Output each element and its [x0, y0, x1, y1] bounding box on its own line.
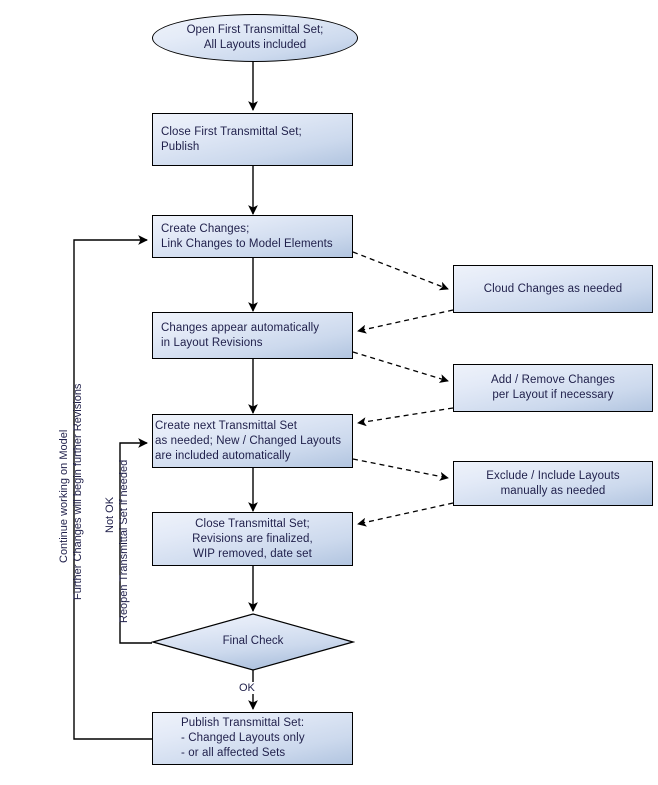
node-changes-appear-automatically[interactable]: Changes appear automatically in Layout R…: [152, 312, 353, 359]
node-close-transmittal-set[interactable]: Close Transmittal Set; Revisions are fin…: [152, 512, 353, 566]
node-create-next-transmittal-set[interactable]: Create next Transmittal Set as needed; N…: [152, 414, 353, 468]
node-line-2: in Layout Revisions: [161, 336, 263, 349]
edge-label-not-ok: Not OK: [104, 496, 116, 533]
edge-publish-loop-to-create-changes: [73, 235, 152, 740]
node-text: Close First Transmittal Set; Publish: [153, 125, 352, 155]
node-line-1: Create next Transmittal Set: [155, 419, 298, 432]
diamond-shape: [150, 613, 356, 671]
final-check-label: Final Check: [222, 635, 284, 647]
node-cloud-changes-as-needed[interactable]: Cloud Changes as needed: [453, 265, 653, 313]
node-line-1: Publish Transmittal Set:: [181, 717, 305, 729]
node-text: Close Transmittal Set; Revisions are fin…: [153, 517, 352, 562]
node-line-3: are included automatically: [155, 449, 291, 462]
node-line-1: Close First Transmittal Set;: [161, 125, 302, 138]
node-line-1: Exclude / Include Layouts: [486, 469, 620, 482]
node-text: Open First Transmittal Set; All Layouts …: [187, 23, 324, 53]
node-text: Create Changes; Link Changes to Model El…: [153, 222, 352, 252]
node-line-1: Changes appear automatically: [161, 321, 320, 334]
node-line-1: Close Transmittal Set;: [195, 517, 310, 530]
node-line-3: WIP removed, date set: [193, 547, 312, 560]
edge-exclude-include-to-close-set: [357, 502, 454, 527]
edge-label-reopen-transmittal-set-if-needed: Reopen Transmittal Set if needed: [118, 459, 130, 623]
node-line-2: Link Changes to Model Elements: [161, 237, 333, 250]
node-publish-transmittal-set[interactable]: Publish Transmittal Set: - Changed Layou…: [152, 712, 353, 765]
edge-label-continue-working-on-model: Continue working on Model: [58, 429, 70, 563]
node-line-2: Revisions are finalized,: [192, 532, 313, 545]
node-add-remove-changes[interactable]: Add / Remove Changes per Layout if neces…: [453, 364, 653, 412]
node-close-first-transmittal-set[interactable]: Close First Transmittal Set; Publish: [152, 113, 353, 166]
node-line-2: per Layout if necessary: [492, 389, 614, 401]
node-create-changes[interactable]: Create Changes; Link Changes to Model El…: [152, 215, 353, 258]
node-line-2: manually as needed: [500, 484, 606, 497]
node-line-2: All Layouts included: [203, 39, 307, 51]
node-line-1: Add / Remove Changes: [490, 374, 616, 386]
node-open-first-transmittal-set[interactable]: Open First Transmittal Set; All Layouts …: [152, 14, 358, 62]
node-line-3: - or all affected Sets: [181, 747, 286, 759]
node-line-2: as needed; New / Changed Layouts: [155, 434, 342, 447]
node-line-1: Open First Transmittal Set;: [186, 24, 324, 36]
node-line-1: Create Changes;: [161, 222, 250, 235]
node-line-1: Cloud Changes as needed: [483, 282, 623, 295]
node-text: Create next Transmittal Set as needed; N…: [153, 419, 352, 464]
node-line-2: Publish: [161, 140, 200, 153]
edge-label-ok: OK: [238, 682, 256, 694]
edge-changes-appear-to-add-remove: [352, 351, 449, 383]
node-line-2: - Changed Layouts only: [181, 732, 305, 744]
node-text: Changes appear automatically in Layout R…: [153, 321, 352, 351]
node-text: Exclude / Include Layouts manually as ne…: [454, 469, 652, 499]
node-text: Cloud Changes as needed: [454, 282, 652, 297]
node-exclude-include-layouts[interactable]: Exclude / Include Layouts manually as ne…: [453, 461, 653, 506]
edge-create-next-to-exclude-include: [352, 458, 449, 481]
node-text: Add / Remove Changes per Layout if neces…: [454, 373, 652, 403]
node-final-check[interactable]: Final Check: [150, 613, 356, 671]
edge-add-remove-to-create-next: [357, 407, 454, 427]
edge-create-changes-to-cloud-changes: [352, 251, 449, 291]
edge-label-further-changes-further-revisions: Further Changes will begin further Revis…: [72, 383, 84, 600]
edge-cloud-changes-to-changes-appear: [357, 309, 454, 334]
node-text: Publish Transmittal Set: - Changed Layou…: [153, 716, 352, 761]
